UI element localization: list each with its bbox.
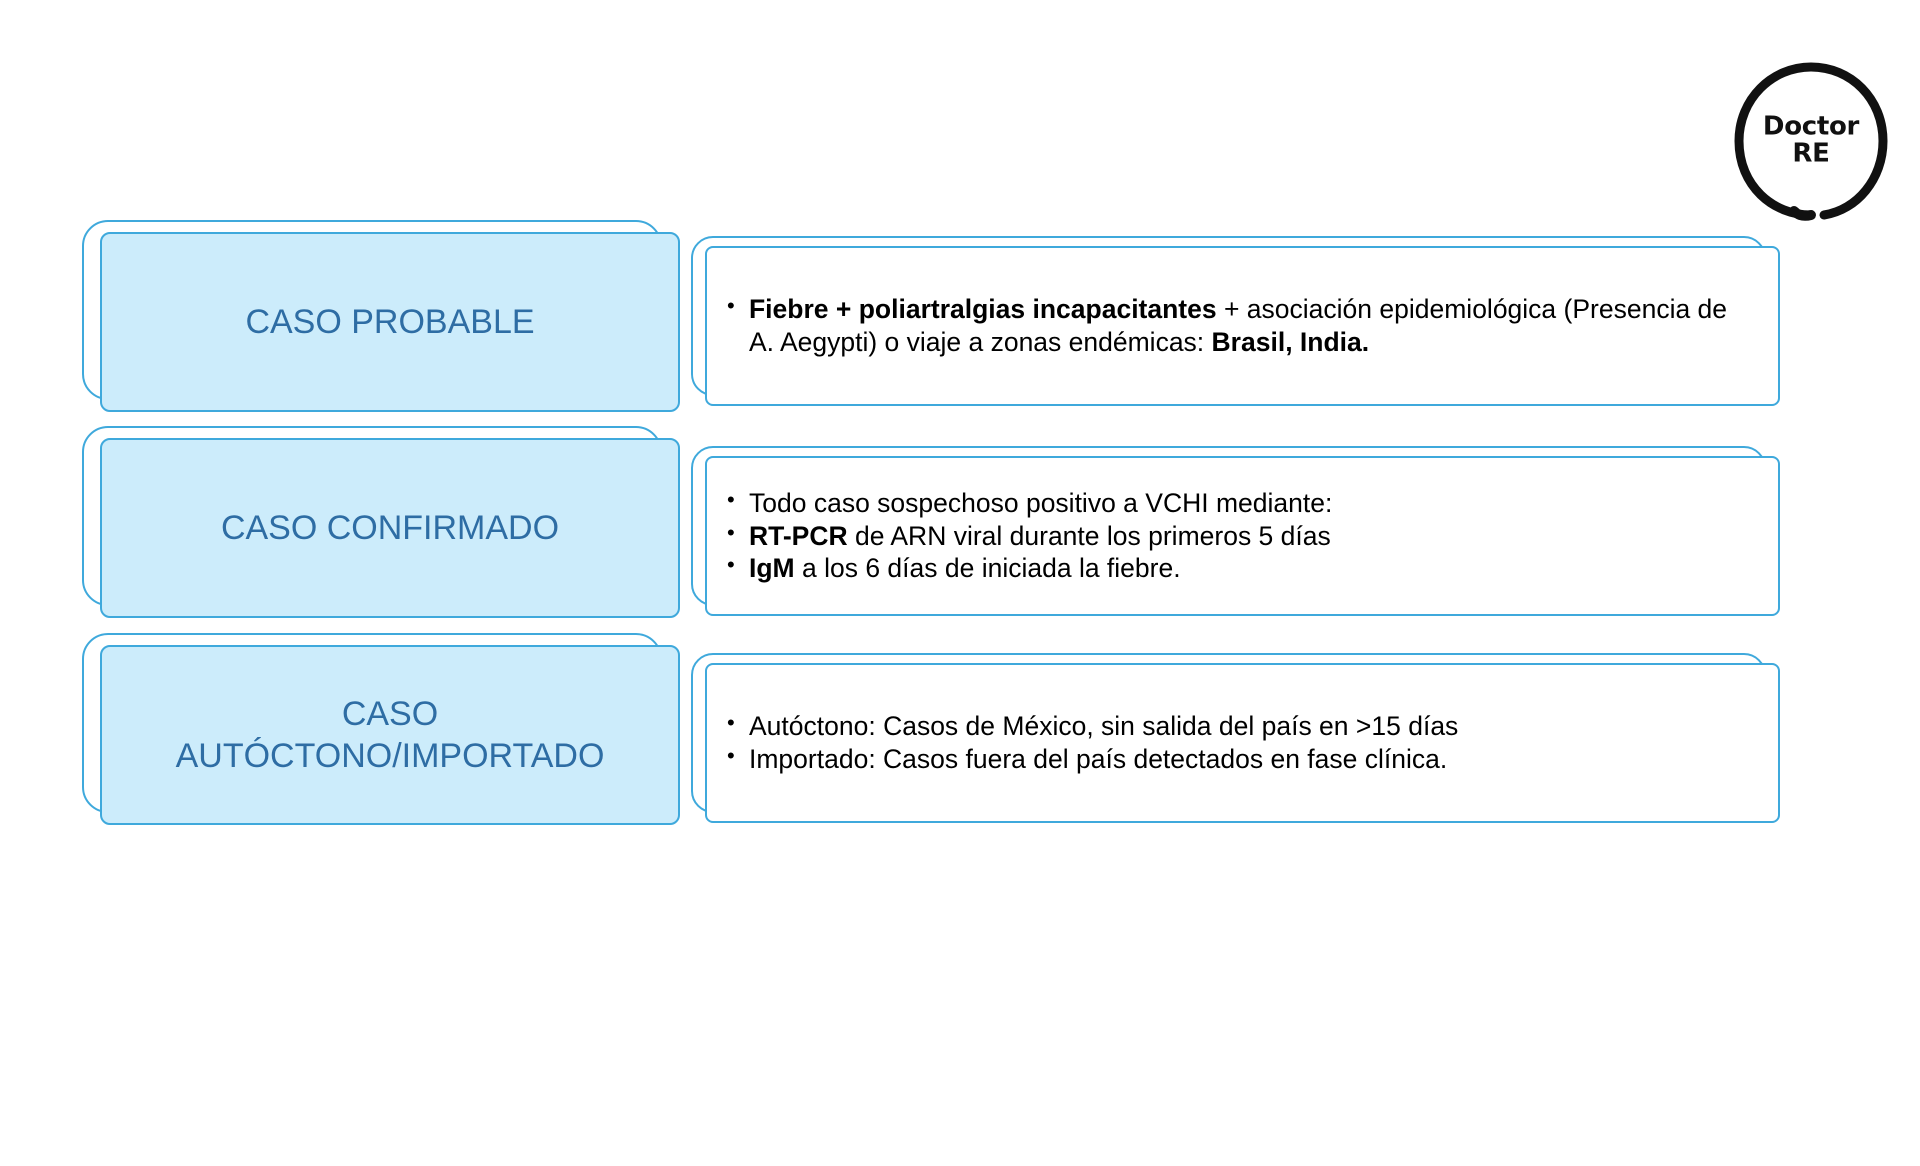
content-card-probable[interactable]: Fiebre + poliartralgias incapacitantes +…: [691, 236, 1780, 406]
bullet-text: Todo caso sospechoso positivo a VCHI med…: [749, 487, 1333, 518]
label-card-autoctono-importado[interactable]: CASO AUTÓCTONO/IMPORTADO: [82, 633, 680, 825]
label-card-title: CASO AUTÓCTONO/IMPORTADO: [175, 694, 605, 776]
content-card-body: Autóctono: Casos de México, sin salida d…: [705, 663, 1780, 823]
label-card-confirmado[interactable]: CASO CONFIRMADO: [82, 426, 680, 618]
label-card-title: CASO PROBABLE: [245, 302, 535, 341]
content-card-body: Fiebre + poliartralgias incapacitantes +…: [705, 246, 1780, 406]
bullet-item: IgM a los 6 días de iniciada la fiebre.: [721, 551, 1756, 585]
bullet-emphasis: Brasil, India.: [1211, 327, 1370, 357]
bullet-list: Fiebre + poliartralgias incapacitantes +…: [707, 292, 1778, 359]
bullet-emphasis: Fiebre + poliartralgias incapacitantes: [749, 294, 1217, 325]
bullet-text: Autóctono: Casos de México, sin salida d…: [749, 711, 1459, 742]
bullet-text: + asociación epidemiológica (Presencia d…: [749, 294, 1728, 357]
logo-wordmark: Doctor RE: [1725, 111, 1897, 169]
label-card-body: CASO CONFIRMADO: [100, 438, 680, 618]
bullet-text: de ARN viral durante los primeros 5 días: [847, 520, 1331, 551]
bullet-emphasis: IgM: [749, 553, 795, 584]
content-card-body: Todo caso sospechoso positivo a VCHI med…: [705, 456, 1780, 616]
brand-logo: Doctor RE: [1725, 55, 1897, 227]
bullet-list: Autóctono: Casos de México, sin salida d…: [707, 709, 1778, 776]
bullet-item: RT-PCR de ARN viral durante los primeros…: [721, 519, 1756, 553]
content-card-autoctono-importado[interactable]: Autóctono: Casos de México, sin salida d…: [691, 653, 1780, 823]
content-card-confirmado[interactable]: Todo caso sospechoso positivo a VCHI med…: [691, 446, 1780, 616]
label-card-probable[interactable]: CASO PROBABLE: [82, 220, 680, 412]
bullet-item: Autóctono: Casos de México, sin salida d…: [721, 709, 1756, 743]
logo-line-2: RE: [1792, 139, 1830, 169]
bullet-item: Importado: Casos fuera del país detectad…: [721, 742, 1756, 776]
label-card-body: CASO AUTÓCTONO/IMPORTADO: [100, 645, 680, 825]
bullet-text: a los 6 días de iniciada la fiebre.: [794, 553, 1181, 584]
bullet-item: Fiebre + poliartralgias incapacitantes +…: [721, 292, 1756, 359]
label-card-title: CASO CONFIRMADO: [220, 508, 560, 547]
circle-brush-ring-icon: [1734, 62, 1888, 221]
bullet-text: Importado: Casos fuera del país detectad…: [749, 744, 1448, 774]
bullet-emphasis: RT-PCR: [749, 520, 848, 551]
bullet-item: Todo caso sospechoso positivo a VCHI med…: [721, 486, 1756, 520]
logo-line-1: Doctor: [1762, 111, 1860, 142]
bullet-list: Todo caso sospechoso positivo a VCHI med…: [707, 486, 1778, 586]
label-card-body: CASO PROBABLE: [100, 232, 680, 412]
